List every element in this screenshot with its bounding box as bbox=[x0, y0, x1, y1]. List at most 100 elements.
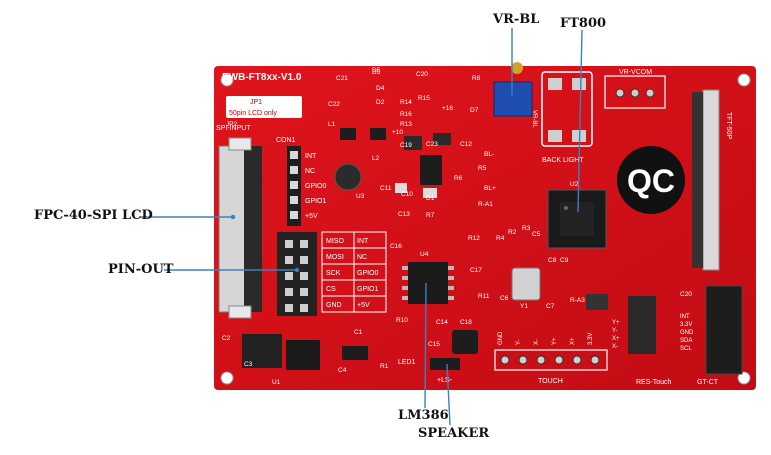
touch-pin-label: X+ bbox=[570, 337, 576, 345]
lm386-leg bbox=[402, 286, 408, 290]
part-reference: R15 bbox=[418, 95, 430, 102]
component bbox=[340, 128, 356, 140]
part-reference: +10 bbox=[392, 129, 403, 136]
vr-bl-silk: VR-BL bbox=[531, 110, 537, 128]
lm386-leg bbox=[448, 276, 454, 280]
fpc-connector-body bbox=[244, 146, 262, 312]
res-touch-pin-label: Y+ bbox=[612, 320, 620, 326]
lm386-leg bbox=[402, 266, 408, 270]
fpc-latch bbox=[228, 137, 252, 151]
component bbox=[404, 136, 422, 150]
part-reference: C13 bbox=[398, 211, 410, 218]
pinout-pin bbox=[285, 256, 293, 264]
con1-pin-label: GPIO0 bbox=[305, 183, 327, 190]
gt-pin-label: SDA bbox=[680, 338, 692, 344]
ft800-dot bbox=[564, 206, 568, 210]
part-reference: C6 bbox=[500, 295, 509, 302]
part-reference: R1 bbox=[380, 363, 389, 370]
part-reference: C15 bbox=[428, 341, 440, 348]
con1-pin-label: INT bbox=[305, 153, 317, 160]
part-reference: R10 bbox=[396, 317, 408, 324]
lm386-leg bbox=[448, 296, 454, 300]
part-reference: L2 bbox=[372, 155, 380, 162]
part-reference: R11 bbox=[478, 293, 490, 300]
con1-pin bbox=[290, 166, 298, 174]
pin-table-cell: MOSI bbox=[326, 254, 344, 261]
leader-speaker bbox=[446, 363, 451, 426]
touch-label: TOUCH bbox=[538, 378, 563, 385]
pcb-board bbox=[214, 66, 756, 390]
crystal-y1 bbox=[511, 267, 541, 301]
back-light-pad bbox=[548, 130, 562, 142]
touch-pin bbox=[554, 355, 564, 365]
res-touch-pin-label: X- bbox=[612, 344, 618, 350]
res-touch-label: RES-Touch bbox=[636, 379, 672, 386]
part-reference: D4 bbox=[376, 85, 385, 92]
touch-pin bbox=[590, 355, 600, 365]
part-reference: R6 bbox=[454, 175, 463, 182]
part-reference: R-A1 bbox=[478, 201, 493, 208]
pinout-pin bbox=[285, 240, 293, 248]
touch-pin-label: X- bbox=[534, 339, 540, 345]
part-reference: C17 bbox=[470, 267, 482, 274]
jumper-box bbox=[226, 96, 302, 118]
part-reference: C11 bbox=[380, 185, 392, 192]
vr-vcom-pad bbox=[645, 88, 655, 98]
pin-table-cell: +5V bbox=[357, 302, 370, 309]
part-reference: C1 bbox=[354, 329, 363, 336]
callout-fpc: FPC-40-SPI LCD bbox=[34, 208, 153, 223]
part-reference: U4 bbox=[420, 251, 429, 258]
dc-jack bbox=[242, 334, 282, 368]
mount-hole bbox=[220, 371, 234, 385]
back-light-connector bbox=[541, 71, 593, 147]
mount-hole bbox=[737, 371, 751, 385]
ls-label: +LS- bbox=[437, 377, 453, 384]
part-reference: R2 bbox=[508, 229, 517, 236]
part-reference: C9 bbox=[560, 257, 569, 264]
con1-pin bbox=[290, 181, 298, 189]
touch-pin bbox=[572, 355, 582, 365]
gt-ct-connector bbox=[705, 285, 743, 375]
touch-pin bbox=[518, 355, 528, 365]
back-light-pad bbox=[572, 78, 586, 90]
pinout-pin bbox=[300, 240, 308, 248]
callout-vr-bl: VR-BL bbox=[493, 12, 540, 27]
gt-pin-label: SCL bbox=[680, 346, 692, 352]
con1-pin bbox=[290, 151, 298, 159]
part-reference: C21 bbox=[336, 75, 348, 82]
vr-vcom-pad bbox=[615, 88, 625, 98]
led1-label: LED1 bbox=[398, 359, 416, 366]
qc-logo bbox=[617, 146, 685, 214]
res-touch-pin-label: Y- bbox=[612, 328, 617, 334]
res-touch-connector bbox=[628, 296, 656, 354]
part-reference: C5 bbox=[532, 231, 541, 238]
mount-hole bbox=[220, 73, 234, 87]
jumper-note: 50pin LCD only bbox=[229, 110, 277, 117]
touch-pin-label: Y+ bbox=[552, 337, 558, 345]
part-reference: BL+ bbox=[484, 185, 496, 192]
res-touch-pin-label: X+ bbox=[612, 336, 620, 342]
part-reference: R13 bbox=[400, 121, 412, 128]
ic-u1 bbox=[286, 340, 320, 370]
inductor-l2 bbox=[334, 163, 362, 191]
part-reference: D2 bbox=[376, 99, 385, 106]
part-reference: R12 bbox=[468, 235, 480, 242]
leader-ft800 bbox=[577, 29, 583, 213]
part-reference: C4 bbox=[338, 367, 347, 374]
part-reference: C18 bbox=[460, 319, 472, 326]
part-reference: C8 bbox=[548, 257, 557, 264]
part-reference: JP2 bbox=[226, 121, 238, 128]
lm386-leg bbox=[448, 286, 454, 290]
pinout-pin bbox=[300, 272, 308, 280]
pinout-header bbox=[277, 232, 317, 316]
jumper-label: JP1 bbox=[250, 99, 262, 106]
vr-bl-knob bbox=[511, 62, 523, 74]
part-reference: U3 bbox=[356, 193, 365, 200]
fpc-latch bbox=[228, 305, 252, 319]
part-reference: C7 bbox=[546, 303, 555, 310]
part-reference: C12 bbox=[460, 141, 472, 148]
part-reference: R8 bbox=[472, 75, 481, 82]
component bbox=[342, 346, 368, 360]
con1-label: CON1 bbox=[276, 137, 296, 144]
lm386-leg bbox=[448, 266, 454, 270]
